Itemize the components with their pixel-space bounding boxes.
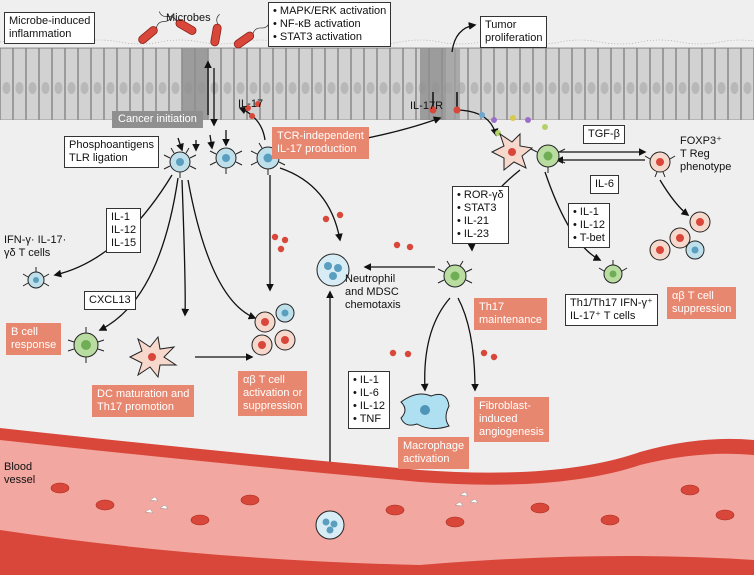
b-cell <box>67 327 105 363</box>
macrophage-cell <box>400 393 450 430</box>
label-th1-th17: Th1/Th17 IFN-γ⁺ IL-17⁺ T cells <box>565 294 658 326</box>
label-macrophage-cytokines: • IL-1 • IL-6 • IL-12 • TNF <box>348 371 390 429</box>
label-microbes: Microbes <box>166 12 211 24</box>
pathway-arrows <box>53 22 690 515</box>
th17-cells <box>437 132 676 288</box>
label-signaling: • MAPK/ERK activation • NF-κB activation… <box>268 2 392 47</box>
il17r-receptors <box>429 92 461 114</box>
label-il1-il12-il15: IL-1 IL-12 IL-15 <box>106 208 142 253</box>
label-b-cell-response: B cell response <box>6 323 62 355</box>
ab-t-cell-cluster <box>251 211 711 356</box>
epithelium <box>0 39 754 120</box>
label-neutrophil-chemotaxis: Neutrophil and MDSC chemotaxis <box>345 273 401 311</box>
neutrophil-cell <box>316 253 350 287</box>
label-macrophage-activation: Macrophage activation <box>398 437 470 469</box>
dendritic-cell <box>128 335 178 379</box>
label-tgf-beta: TGF-β <box>583 125 625 144</box>
label-il6: IL-6 <box>590 175 619 194</box>
label-dc-maturation: DC maturation and Th17 promotion <box>92 385 195 417</box>
label-il17r: IL-17R <box>410 100 444 112</box>
microbes-graphic <box>138 11 270 49</box>
label-il1-il12-tbet: • IL-1 • IL-12 • T-bet <box>568 203 610 248</box>
label-ifn-cells: IFN-γ· IL-17· γδ T cells <box>4 234 67 259</box>
blood-vessel <box>0 428 754 575</box>
gd-t-cells <box>22 142 286 289</box>
label-tumor-proliferation: Tumor proliferation <box>480 16 548 48</box>
label-cxcl13: CXCL13 <box>84 291 136 310</box>
cytokine-dots <box>245 101 498 508</box>
signal-dots <box>479 112 548 136</box>
label-cancer-initiation: Cancer initiation <box>112 111 203 128</box>
label-tcr-independent: TCR-independent IL-17 production <box>272 127 369 159</box>
label-foxp3: FOXP3⁺ T Reg phenotype <box>680 135 732 173</box>
label-ror-stat3: • ROR-γδ • STAT3 • IL-21 • IL-23 <box>452 186 509 244</box>
label-th17-maintenance: Th17 maintenance <box>474 298 547 330</box>
label-fibroblast-angiogenesis: Fibroblast- induced angiogenesis <box>474 397 549 442</box>
label-il17: IL-17 <box>238 98 264 110</box>
label-phosphoantigens: Phosphoantigens TLR ligation <box>64 136 160 168</box>
label-microbe-inflammation: Microbe-induced inflammation <box>4 12 96 44</box>
label-ab-activation: αβ T cell activation or suppression <box>238 371 308 416</box>
label-blood-vessel: Blood vessel <box>4 461 36 486</box>
label-ab-suppression: αβ T cell suppression <box>667 287 737 319</box>
